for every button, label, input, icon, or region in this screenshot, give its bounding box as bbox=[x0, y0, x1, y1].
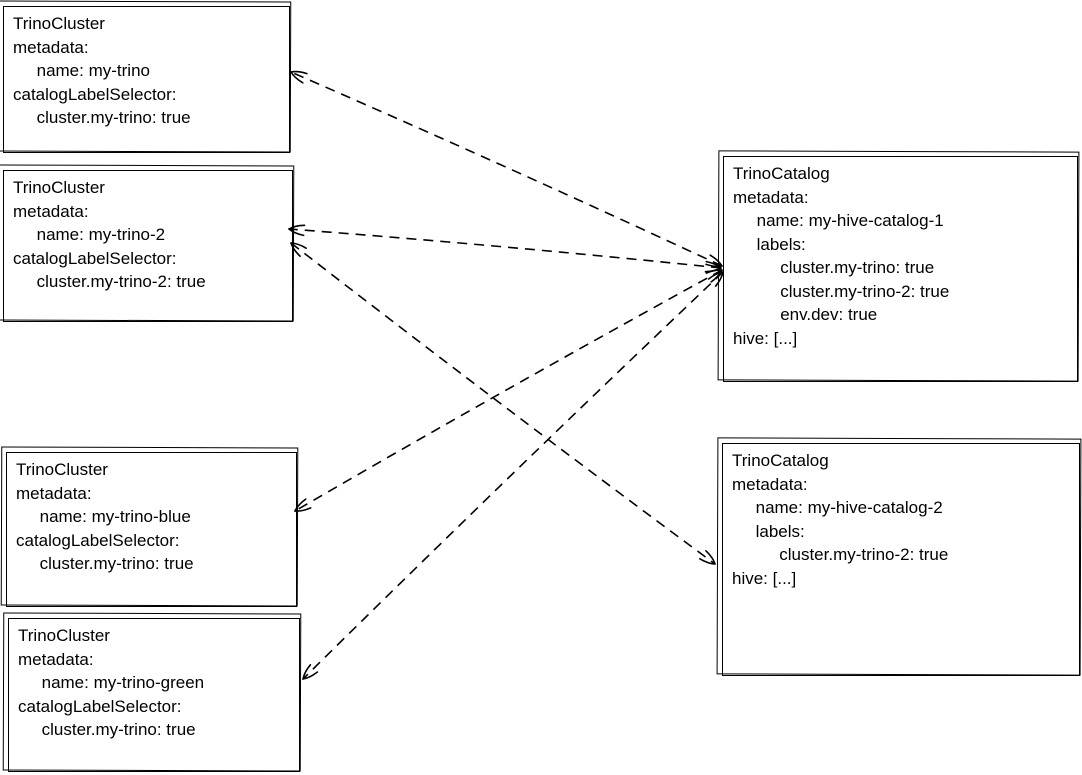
node-trinocluster-my-trino-blue: TrinoCluster metadata: name: my-trino-bl… bbox=[6, 452, 297, 607]
node-text-line: name: my-trino-blue bbox=[16, 507, 191, 526]
edge-trinocatalog-my-hive-catalog-1--trinocluster-my-trino-arrowhead bbox=[709, 254, 723, 267]
edge-trinocatalog-my-hive-catalog-1--trinocluster-my-trino-arrowhead bbox=[705, 263, 723, 268]
node-trinocatalog-my-hive-catalog-1: TrinoCatalog metadata: name: my-hive-cat… bbox=[723, 156, 1078, 382]
node-trinocatalog-my-hive-catalog-2: TrinoCatalog metadata: name: my-hive-cat… bbox=[722, 443, 1080, 676]
edge-trinocatalog-my-hive-catalog-1--trinocluster-my-trino-green-arrowhead bbox=[707, 271, 724, 280]
edge-trinocatalog-my-hive-catalog-1--trinocluster-my-trino-blue bbox=[294, 269, 723, 512]
node-text-line: name: my-trino-green bbox=[18, 673, 205, 692]
node-kind-title: TrinoCatalog bbox=[732, 451, 829, 470]
node-text-line: cluster.my-trino: true bbox=[733, 258, 935, 277]
node-text-line: cluster.my-trino: true bbox=[13, 108, 191, 127]
node-text-line: metadata: bbox=[18, 649, 94, 669]
node-text-line: metadata: bbox=[733, 187, 809, 207]
edge-trinocatalog-my-hive-catalog-1--trinocluster-my-trino-2-arrowhead bbox=[705, 260, 722, 269]
node-text-line: metadata: bbox=[16, 483, 92, 503]
node-text-line: name: my-trino bbox=[13, 61, 150, 80]
node-trinocluster-my-trino-2: TrinoCluster metadata: name: my-trino-2 … bbox=[3, 170, 293, 322]
node-text-line: hive: [...] bbox=[733, 328, 798, 348]
node-kind-title: TrinoCluster bbox=[18, 626, 110, 645]
edge-trinocluster-my-trino-2--trinocatalog-my-hive-catalog-2 bbox=[290, 242, 716, 565]
node-text-line: cluster.my-trino-2: true bbox=[733, 281, 950, 301]
node-trinocluster-my-trino: TrinoCluster metadata: name: my-trino ca… bbox=[3, 6, 290, 153]
node-text-line: name: my-trino-2 bbox=[13, 225, 166, 244]
node-kind-title: TrinoCluster bbox=[13, 14, 105, 33]
edge-trinocatalog-my-hive-catalog-1--trinocluster-my-trino-green-arrowhead bbox=[302, 671, 319, 680]
edge-trinocluster-my-trino-2--trinocatalog-my-hive-catalog-2-arrowhead bbox=[705, 550, 716, 565]
node-text-line: cluster.my-trino-2: true bbox=[13, 272, 206, 291]
node-text-line: metadata: bbox=[732, 474, 808, 494]
node-text-line: cluster.my-trino: true bbox=[18, 720, 196, 739]
edge-trinocatalog-my-hive-catalog-1--trinocluster-my-trino-blue-arrowhead bbox=[705, 269, 723, 274]
edge-trinocatalog-my-hive-catalog-1--trinocluster-my-trino-blue-arrowhead bbox=[710, 269, 723, 283]
node-text-line: cluster.my-trino: true bbox=[16, 554, 194, 573]
edge-trinocluster-my-trino-2--trinocatalog-my-hive-catalog-2-arrowhead bbox=[290, 242, 307, 249]
node-text-line: name: my-hive-catalog-2 bbox=[732, 498, 943, 517]
node-kind-title: TrinoCatalog bbox=[733, 164, 830, 183]
node-text-line: metadata: bbox=[13, 37, 89, 57]
node-text-line: catalogLabelSelector: bbox=[18, 696, 182, 716]
edge-trinocatalog-my-hive-catalog-1--trinocluster-my-trino-2 bbox=[288, 228, 722, 269]
node-kind-title: TrinoCluster bbox=[13, 178, 105, 197]
edge-trinocatalog-my-hive-catalog-1--trinocluster-my-trino-green bbox=[302, 271, 724, 680]
node-trinocluster-my-trino-green: TrinoCluster metadata: name: my-trino-gr… bbox=[8, 618, 300, 772]
edge-trinocluster-my-trino-2--trinocatalog-my-hive-catalog-2-arrowhead bbox=[699, 558, 716, 565]
edge-trinocatalog-my-hive-catalog-1--trinocluster-my-trino-2-arrowhead bbox=[704, 267, 722, 273]
edge-trinocatalog-my-hive-catalog-1--trinocluster-my-trino-green-arrowhead bbox=[302, 664, 312, 680]
edge-trinocatalog-my-hive-catalog-1--trinocluster-my-trino bbox=[290, 71, 723, 267]
edge-trinocatalog-my-hive-catalog-1--trinocluster-my-trino-blue-arrowhead bbox=[294, 507, 312, 512]
edge-trinocatalog-my-hive-catalog-1--trinocluster-my-trino-arrowhead bbox=[290, 71, 304, 84]
node-text-line: name: my-hive-catalog-1 bbox=[733, 211, 944, 230]
node-text-line: cluster.my-trino-2: true bbox=[732, 545, 949, 564]
edge-trinocatalog-my-hive-catalog-1--trinocluster-my-trino-green-arrowhead bbox=[714, 271, 724, 287]
edge-trinocatalog-my-hive-catalog-1--trinocluster-my-trino-arrowhead bbox=[290, 70, 308, 75]
node-kind-title: TrinoCluster bbox=[16, 460, 108, 479]
node-text-line: labels: bbox=[733, 234, 806, 254]
node-text-line: env.dev: true bbox=[733, 305, 878, 324]
node-text-line: metadata: bbox=[13, 201, 89, 221]
node-text-line: catalogLabelSelector: bbox=[13, 248, 177, 268]
node-text-line: hive: [...] bbox=[732, 568, 797, 588]
node-text-line: catalogLabelSelector: bbox=[13, 84, 177, 104]
node-text-line: labels: bbox=[732, 521, 805, 541]
node-text-line: catalogLabelSelector: bbox=[16, 530, 180, 550]
